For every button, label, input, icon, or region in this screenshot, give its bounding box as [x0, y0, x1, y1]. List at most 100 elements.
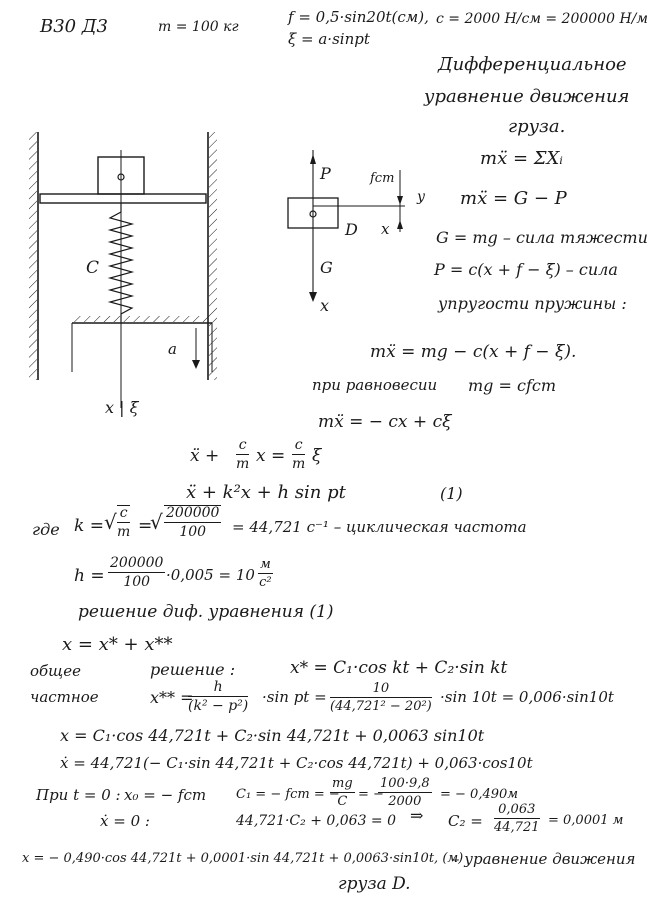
x-solution: x = C₁·cos 44,721t + C₂·sin 44,721t + 0,… [60, 726, 485, 745]
k-sqrt-num: c [117, 506, 131, 523]
ic-c2-equation: 44,721·C₂ + 0,063 = 0 [236, 813, 397, 829]
ic-arrow: ⇒ [410, 806, 424, 825]
particular-den-2: (44,721² − 20²) [330, 699, 432, 714]
k-sqrt-den: m [117, 524, 131, 540]
ic-c2-num: 0,063 [494, 803, 540, 819]
y-label: y [417, 189, 425, 205]
force-g-label: G [320, 258, 333, 277]
particular-lhs: x** = [150, 688, 194, 707]
xi-definition: ξ = a·sinpt [288, 30, 370, 48]
title-line-1: Дифференциальное [438, 54, 627, 75]
force-balance: mẍ = G − P [460, 188, 567, 209]
ic-label: При t = 0 : [36, 786, 121, 804]
ic-xdot: ẋ = 0 : [100, 812, 150, 830]
spring-label: C [86, 258, 100, 278]
final-tail-2: груза D. [338, 874, 411, 894]
eq3-frac1-den: m [236, 456, 250, 472]
eq3-frac2-den: m [292, 456, 306, 472]
left-wall [29, 132, 39, 380]
mass-value: m = 100 кг [158, 19, 239, 35]
variant-label: В30 Д3 [40, 16, 108, 37]
h-lhs: h = [74, 566, 105, 586]
amplitude-arrow [192, 328, 200, 369]
amplitude-label: a [168, 340, 177, 358]
equilibrium-eq: mg = cfст [468, 376, 557, 395]
particular-label: частное [30, 688, 99, 706]
ground [71, 316, 213, 372]
eq-motion-1: mẍ = mg − c(x + f − ξ). [370, 342, 577, 362]
k-value-den: 100 [179, 524, 207, 540]
eq3-left: ẍ + [190, 446, 220, 466]
particular-end: ·sin 10t = 0,006·sin10t [440, 688, 614, 706]
ic-c1-den-2: 2000 [388, 794, 422, 809]
ic-x0: x₀ = − fст [124, 786, 207, 804]
eq4-number: (1) [440, 484, 463, 503]
ic-c1-den: C [337, 794, 348, 809]
eq3-frac2-num: c [292, 438, 306, 455]
k-lhs: k = [74, 516, 104, 536]
ic-c1-eq: = − [358, 787, 384, 802]
f-definition: f = 0,5·sin20t(см), [288, 8, 429, 26]
ic-c1-result: = − 0,490м [440, 787, 519, 802]
title-line-2: уравнение движения [424, 86, 630, 107]
elastic-def: P = c(x + f − ξ) – сила [434, 260, 618, 279]
ic-c1-lhs: C₁ = − fст = − [236, 787, 340, 802]
f-st-label: fст [370, 171, 395, 186]
load-d-label: D [345, 220, 358, 239]
general-word: решение : [150, 660, 236, 679]
particular-fraction-2: 10(44,721² − 20²) [330, 682, 432, 713]
axis-label: x | ξ [105, 398, 139, 417]
free-body-diagram [287, 150, 405, 302]
x-small-label: x [381, 220, 390, 238]
particular-den-1: (k² − p²) [188, 698, 249, 714]
c-definition: c = 2000 Н/см = 200000 Н/м [436, 11, 648, 27]
k-where-label: где [32, 520, 60, 539]
k-value-num: 200000 [164, 505, 222, 523]
eq3-frac1-num: c [236, 438, 250, 455]
ic-c2-den: 44,721 [494, 820, 540, 835]
ic-c1-num: mg [330, 776, 355, 793]
title-line-3: груза. [508, 116, 566, 137]
k-equals: = [138, 516, 153, 536]
eq3-mid: x = [256, 446, 286, 466]
ic-c2-result: = 0,0001 м [548, 813, 624, 828]
particular-num-1: h [188, 680, 249, 697]
solution-title: решение диф. уравнения (1) [78, 602, 334, 622]
eq-motion-2: mẍ = − cx + cξ [318, 412, 452, 432]
h-den: 100 [123, 574, 151, 590]
particular-mid: ·sin pt = [262, 688, 327, 706]
h-num: 200000 [108, 555, 166, 573]
particular-fraction-1: h(k² − p²) [188, 680, 249, 714]
final-tail: – уравнение движения [452, 850, 636, 868]
elastic-def-2: упругости пружины : [438, 294, 627, 313]
sqrt-sign-1: √ [104, 510, 117, 534]
ic-c1-num-2: 100·9,8 [378, 776, 432, 793]
k-result: = 44,721 c⁻¹ – циклическая частота [232, 518, 527, 536]
equilibrium-label: при равновесии [312, 376, 438, 394]
general-label: общее [30, 662, 81, 680]
x-axis-label: x [320, 296, 330, 315]
eq3-end: ξ [312, 446, 322, 466]
gravity-def: G = mg – сила тяжести [436, 228, 648, 247]
h-unit-den: c² [259, 575, 272, 590]
xdot-solution: ẋ = 44,721(− C₁·sin 44,721t + C₂·cos 44,… [60, 754, 533, 772]
newton-law: mẍ = ΣXᵢ [480, 148, 563, 169]
platform-bar [39, 193, 207, 204]
particular-num-2: 10 [330, 682, 432, 698]
force-p-label: P [320, 164, 331, 183]
eq4-canonical: ẍ + k²x + h sin pt [186, 482, 346, 503]
sqrt-sign-2: √ [150, 510, 163, 534]
h-mid: ·0,005 = 10 [166, 566, 255, 584]
h-unit-num: м [258, 557, 273, 574]
final-equation: x = − 0,490·cos 44,721t + 0,0001·sin 44,… [22, 851, 464, 866]
